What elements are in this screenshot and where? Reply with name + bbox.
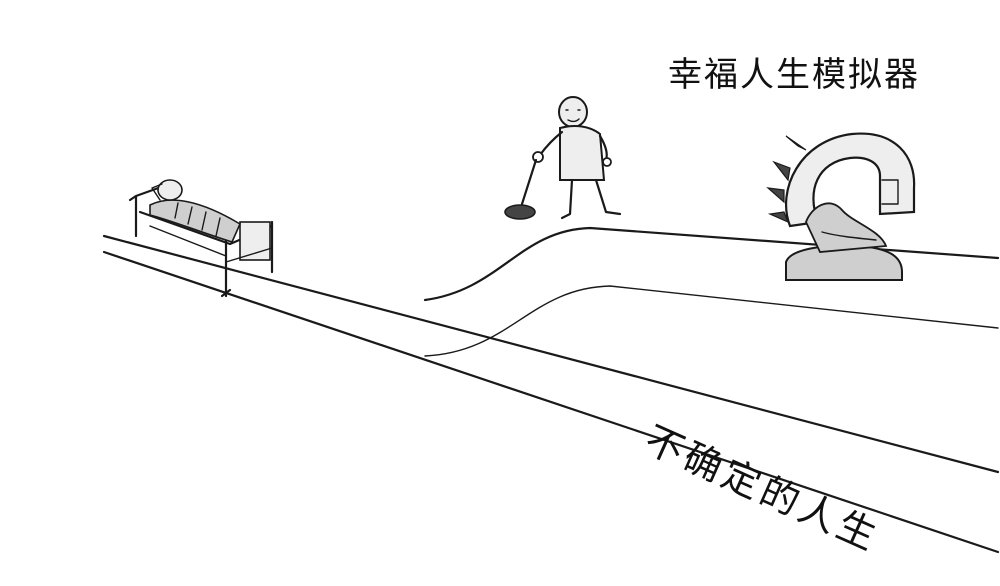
simulator-track-label: 幸福人生模拟器 <box>668 55 920 95</box>
branch-track <box>423 226 1000 357</box>
simulator-machine-icon <box>766 132 916 281</box>
main-track <box>102 234 1000 554</box>
lever-operator-icon <box>504 96 622 220</box>
patient-in-bed-icon <box>128 179 274 298</box>
